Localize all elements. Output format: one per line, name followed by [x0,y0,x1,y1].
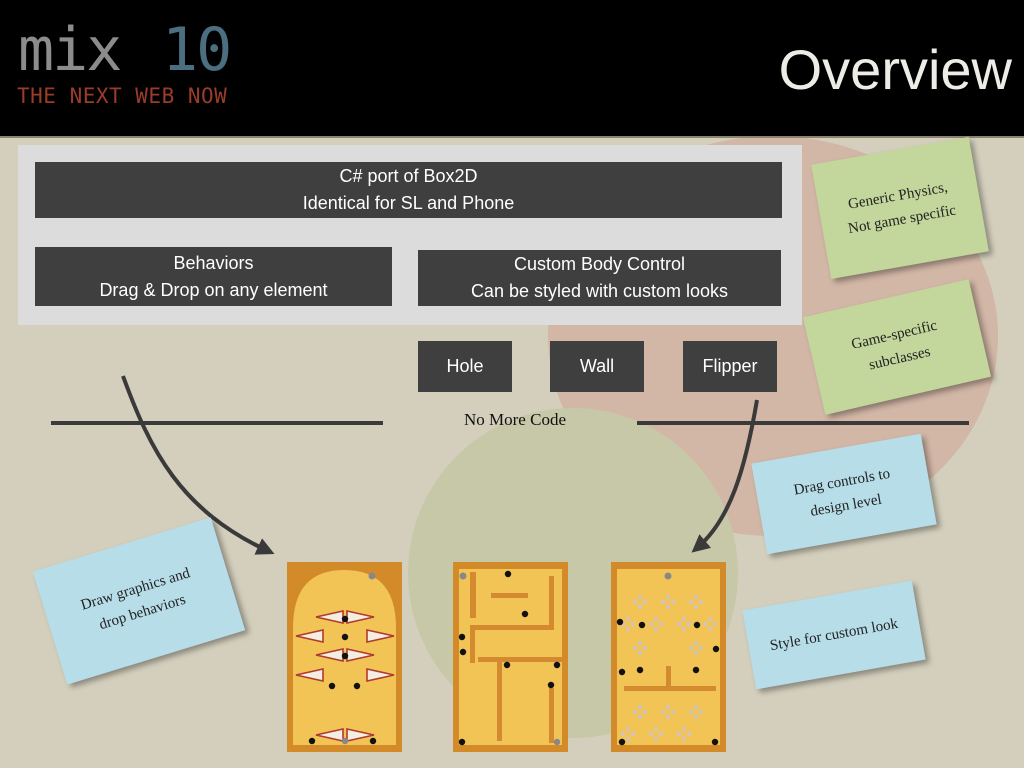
hole-subclass-box: Hole [418,341,512,392]
box2d-core-line1: C# port of Box2D [339,166,478,186]
arrow-right-curve-icon [691,399,759,553]
custom-body-control-box: Custom Body Control Can be styled with c… [418,250,781,306]
no-more-code-label: No More Code [464,410,566,429]
wall-subclass-box: Wall [550,341,644,392]
hole-label: Hole [446,356,484,376]
flipper-subclass-box: Flipper [683,341,777,392]
pinball-board-icon [287,562,402,752]
note-style-text: Style for custom look [768,615,900,655]
custom-body-line2: Can be styled with custom looks [470,281,729,301]
logo-number: 10 [162,15,232,85]
behaviors-line1: Behaviors [173,252,254,273]
logo-mix-text: mix [18,15,122,85]
behaviors-box: Behaviors Drag & Drop on any element [35,247,392,306]
custom-body-line1: Custom Body Control [513,254,686,274]
logo-tagline: THE NEXT WEB NOW [17,84,228,108]
box2d-core-line2: Identical for SL and Phone [302,193,515,213]
wall-label: Wall [579,356,615,376]
behaviors-line2: Drag & Drop on any element [99,279,328,300]
peg-board-icon [611,562,726,752]
maze-board-icon [453,562,568,752]
arrow-left-curve-icon [121,375,275,555]
box2d-core-box: C# port of Box2D Identical for SL and Ph… [35,162,782,218]
flipper-label: Flipper [702,356,758,376]
slide-title: Overview [778,38,1012,101]
slide-header: mix 10 THE NEXT WEB NOW Overview [0,0,1024,138]
